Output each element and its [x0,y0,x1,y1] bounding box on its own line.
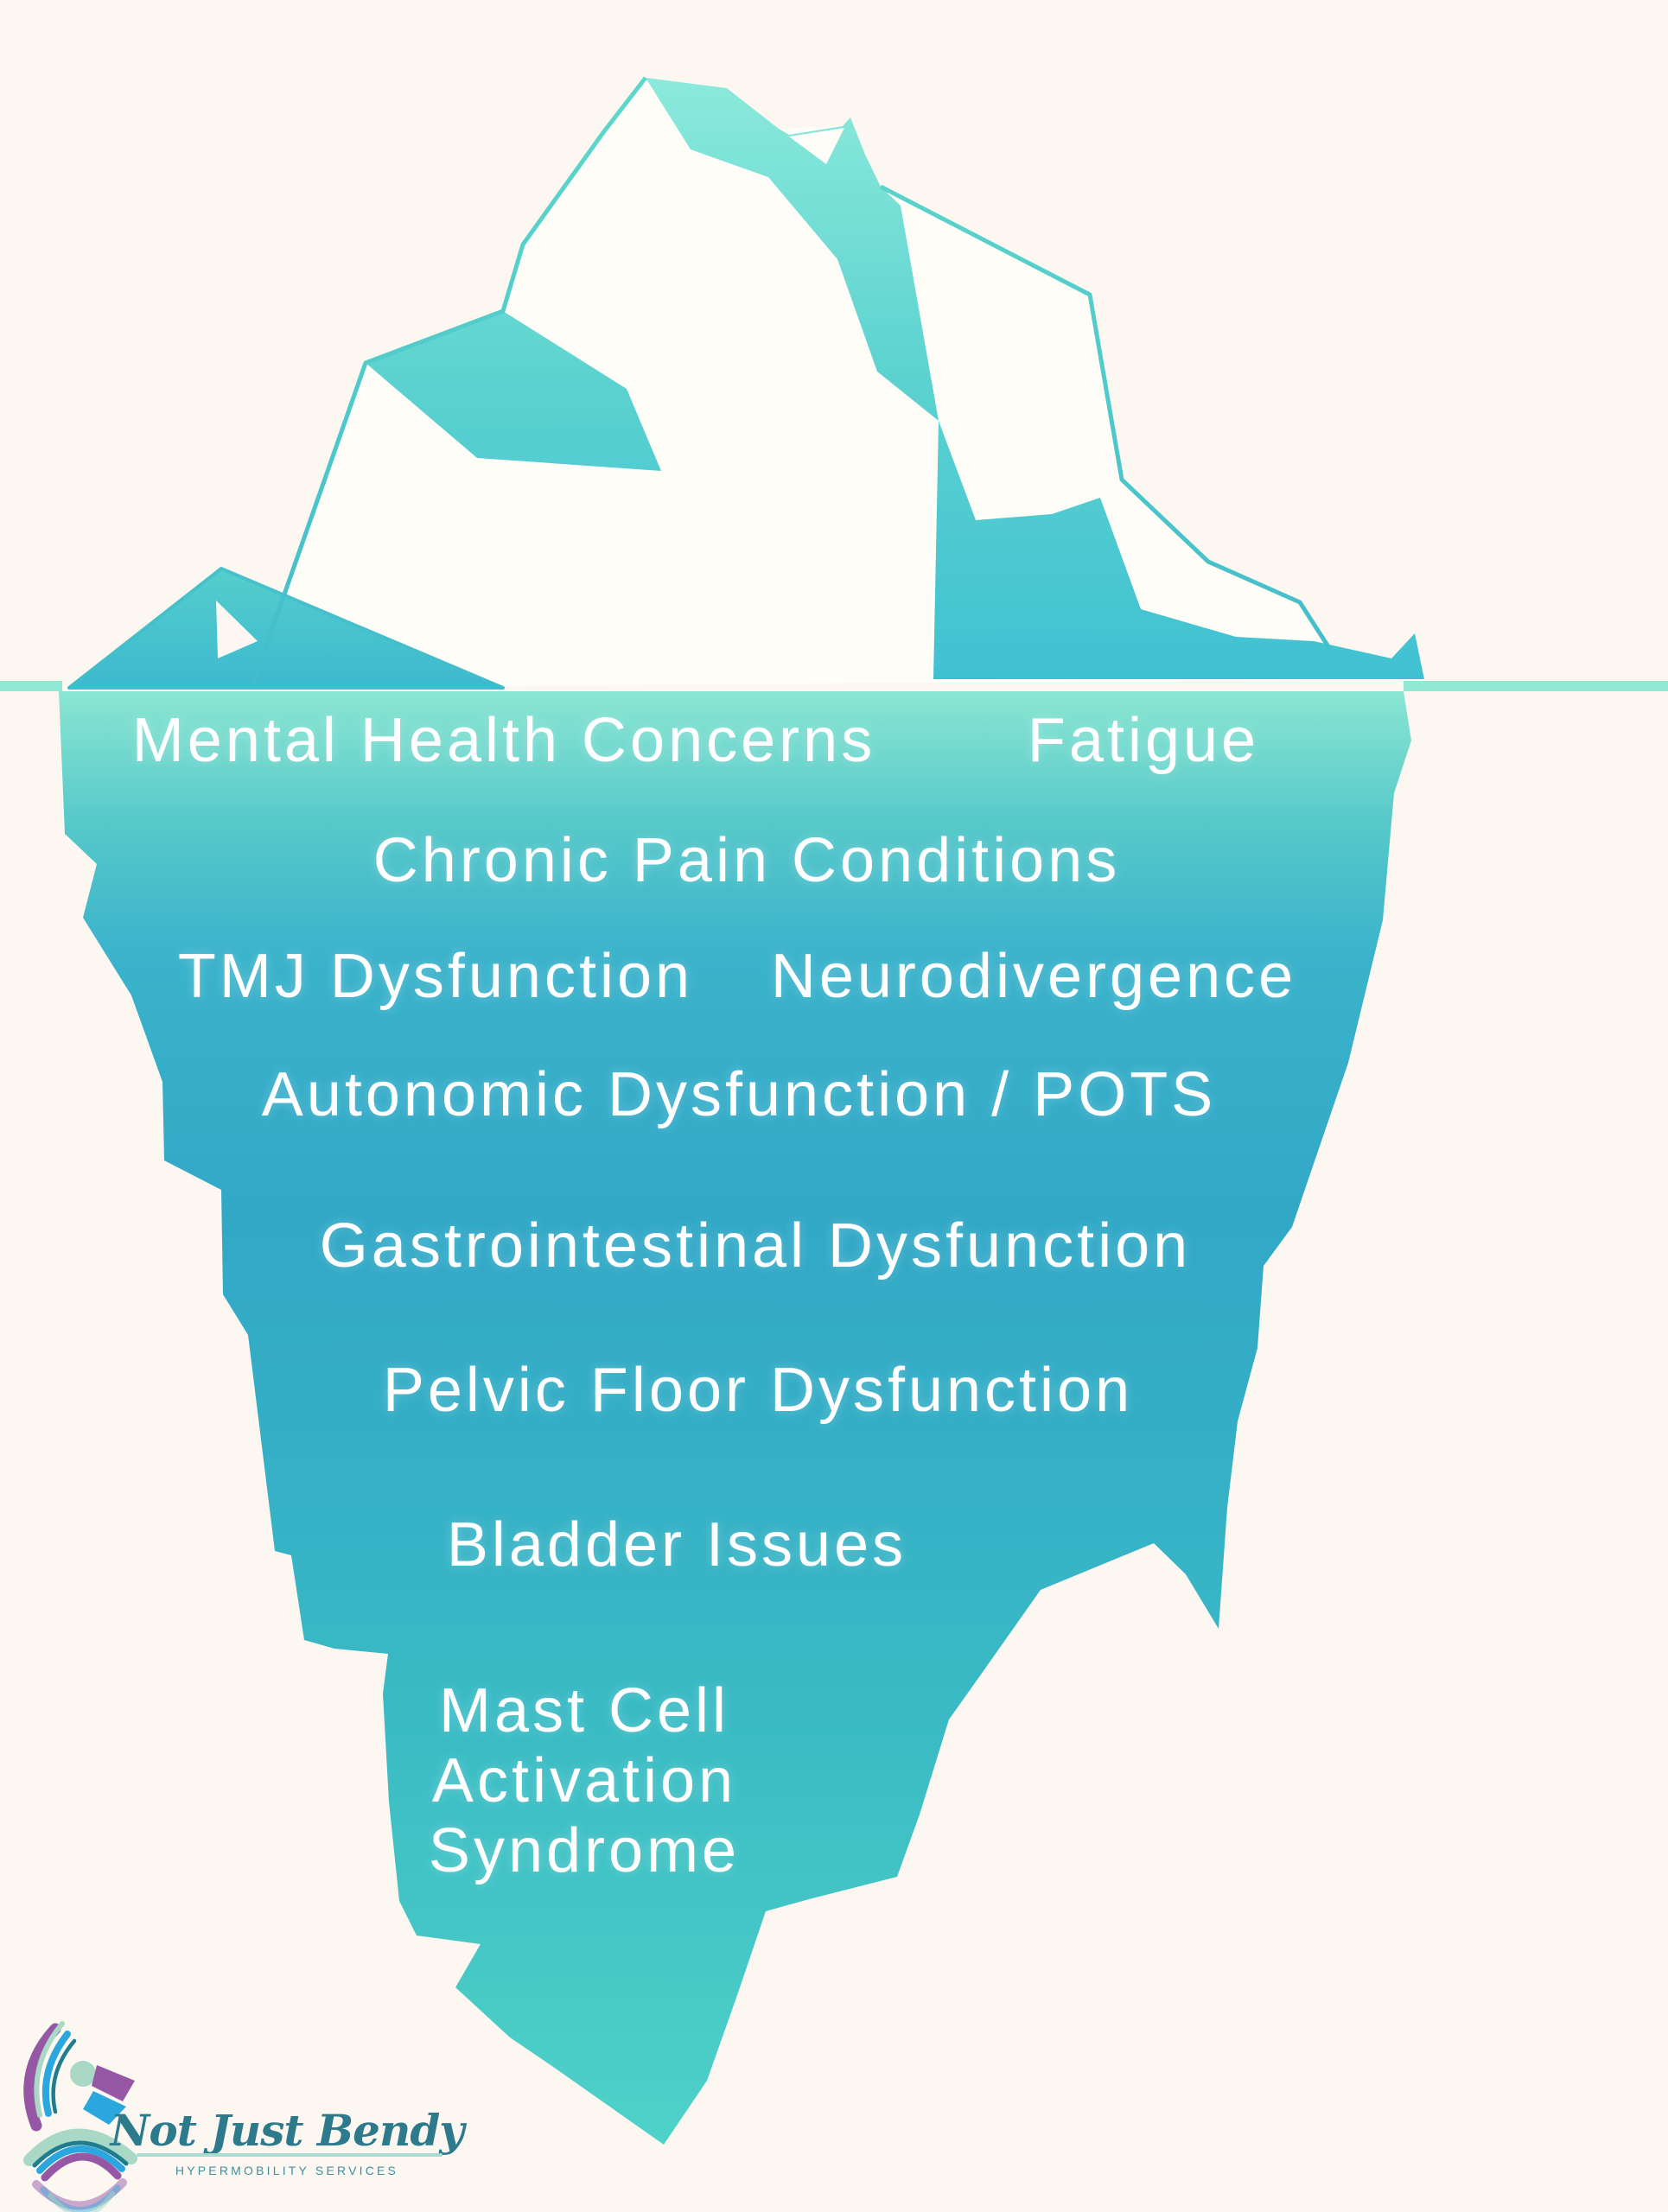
logo-underline [137,2153,442,2157]
logo-arm-blue [83,2091,126,2125]
logo-mark [23,2021,137,2212]
logo-reflection-mint [48,2191,115,2212]
label-tmj: TMJ Dysfunction [177,942,694,1012]
logo-figure-head [70,2061,96,2087]
label-autonomic-pots: Autonomic Dysfunction / POTS [261,1060,1217,1130]
logo-arm-purple [92,2065,135,2101]
logo-leg-mint [23,2128,137,2166]
label-pelvic-floor: Pelvic Floor Dysfunction [382,1356,1134,1426]
label-mast-cell-line1: Mast Cell [438,1676,730,1746]
label-neurodivergence: Neurodivergence [770,942,1297,1012]
logo-leg-purple [41,2152,122,2182]
label-mental-health: Mental Health Concerns [131,706,876,776]
iceberg-left-peak-notch [216,601,258,658]
label-chronic-pain: Chronic Pain Conditions [372,826,1121,896]
label-mast-cell-line3: Syndrome [428,1816,741,1886]
iceberg-right-ridge-line [879,184,1332,650]
iceberg-left-peak [67,567,505,690]
iceberg-collar-facet [366,311,661,471]
label-mast-cell-line2: Activation [431,1746,737,1816]
iceberg-underwater [59,691,1411,2145]
logo-tagline: HYPERMOBILITY SERVICES [175,2164,399,2177]
logo-swirl-darkteal-icon [51,2038,77,2114]
label-gastrointestinal: Gastrointestinal Dysfunction [319,1211,1192,1281]
label-fatigue: Fatigue [1027,706,1260,776]
logo-swirl-purple-icon [23,2023,61,2132]
logo-swirl-mint-icon [34,2021,65,2118]
logo-brand-name: Not Just Bendy [110,2105,465,2156]
iceberg-above-silhouette [251,78,1424,688]
logo-swirl-blue-icon [41,2031,71,2117]
iceberg-left-ridge-line [249,76,647,689]
logo-leg-darkteal [32,2140,129,2168]
label-bladder: Bladder Issues [446,1510,907,1580]
logo-leg-blue [36,2145,125,2174]
iceberg-summit-notch [789,128,844,164]
iceberg-summit-facet [646,78,939,421]
iceberg-right-facet [933,421,1424,679]
